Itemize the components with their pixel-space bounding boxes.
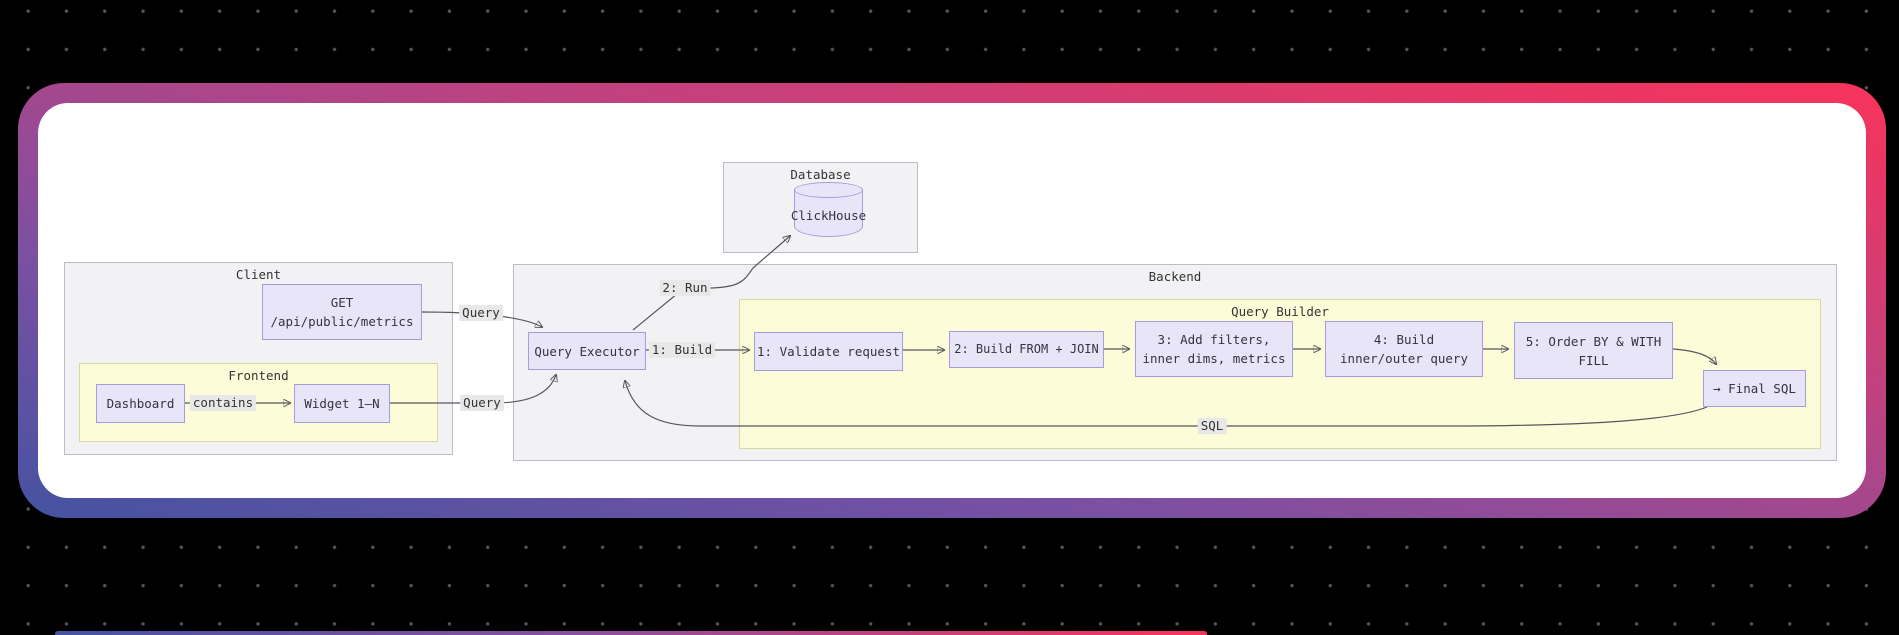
node-step2: 2: Build FROM + JOIN bbox=[949, 331, 1104, 368]
edge-label-query-top: Query bbox=[459, 305, 503, 321]
node-get-endpoint: GET /api/public/metrics bbox=[262, 284, 422, 340]
node-get-line1: GET bbox=[330, 295, 354, 310]
node-step5-line2: FILL bbox=[1578, 352, 1609, 368]
node-widget-label: Widget 1–N bbox=[304, 396, 380, 411]
node-dashboard-label: Dashboard bbox=[106, 396, 175, 411]
node-step3-line2: inner dims, metrics bbox=[1142, 351, 1286, 366]
edge-final-to-executor bbox=[625, 381, 1708, 427]
node-step5-line1: 5: Order BY & WITH bbox=[1525, 333, 1662, 349]
edge-label-sql: SQL bbox=[1197, 418, 1227, 434]
node-step5: 5: Order BY & WITH FILL bbox=[1514, 322, 1673, 379]
node-step4-line1: 4: Build bbox=[1373, 332, 1435, 347]
node-step3-line1: 3: Add filters, bbox=[1157, 332, 1271, 347]
subgraph-client-label: Client bbox=[235, 267, 282, 282]
node-clickhouse-label: ClickHouse bbox=[790, 208, 867, 223]
node-step4-line2: inner/outer query bbox=[1340, 351, 1468, 366]
node-widget: Widget 1–N bbox=[294, 384, 390, 423]
edge-label-contains: contains bbox=[189, 395, 257, 411]
node-final-sql-label: → Final SQL bbox=[1713, 381, 1796, 396]
edge-label-run: 2: Run bbox=[659, 280, 711, 296]
node-step1-label: 1: Validate request bbox=[757, 344, 900, 359]
edge-step5-to-final bbox=[1672, 348, 1716, 364]
node-step2-label: 2: Build FROM + JOIN bbox=[954, 342, 1099, 356]
node-dashboard: Dashboard bbox=[96, 384, 185, 423]
node-get-line2: /api/public/metrics bbox=[270, 314, 414, 329]
clickhouse-cylinder-top bbox=[794, 182, 863, 198]
edge-label-query-bottom: Query bbox=[460, 395, 504, 411]
node-step1: 1: Validate request bbox=[754, 332, 903, 371]
next-card-edge bbox=[55, 631, 1207, 635]
subgraph-backend-label: Backend bbox=[1148, 269, 1202, 284]
node-step4: 4: Build inner/outer query bbox=[1325, 321, 1483, 377]
subgraph-database-label: Database bbox=[790, 167, 851, 182]
clickhouse-cylinder-body: ClickHouse bbox=[790, 189, 867, 237]
subgraph-query-builder-label: Query Builder bbox=[1231, 304, 1329, 319]
subgraph-frontend-label: Frontend bbox=[228, 368, 289, 383]
edge-executor-to-clickhouse bbox=[632, 236, 790, 331]
edge-label-build: 1: Build bbox=[648, 342, 716, 358]
node-clickhouse: ClickHouse bbox=[790, 182, 867, 237]
node-step3: 3: Add filters, inner dims, metrics bbox=[1135, 321, 1293, 377]
node-query-executor: Query Executor bbox=[528, 332, 646, 370]
node-query-executor-label: Query Executor bbox=[534, 343, 640, 359]
node-final-sql: → Final SQL bbox=[1703, 370, 1806, 407]
